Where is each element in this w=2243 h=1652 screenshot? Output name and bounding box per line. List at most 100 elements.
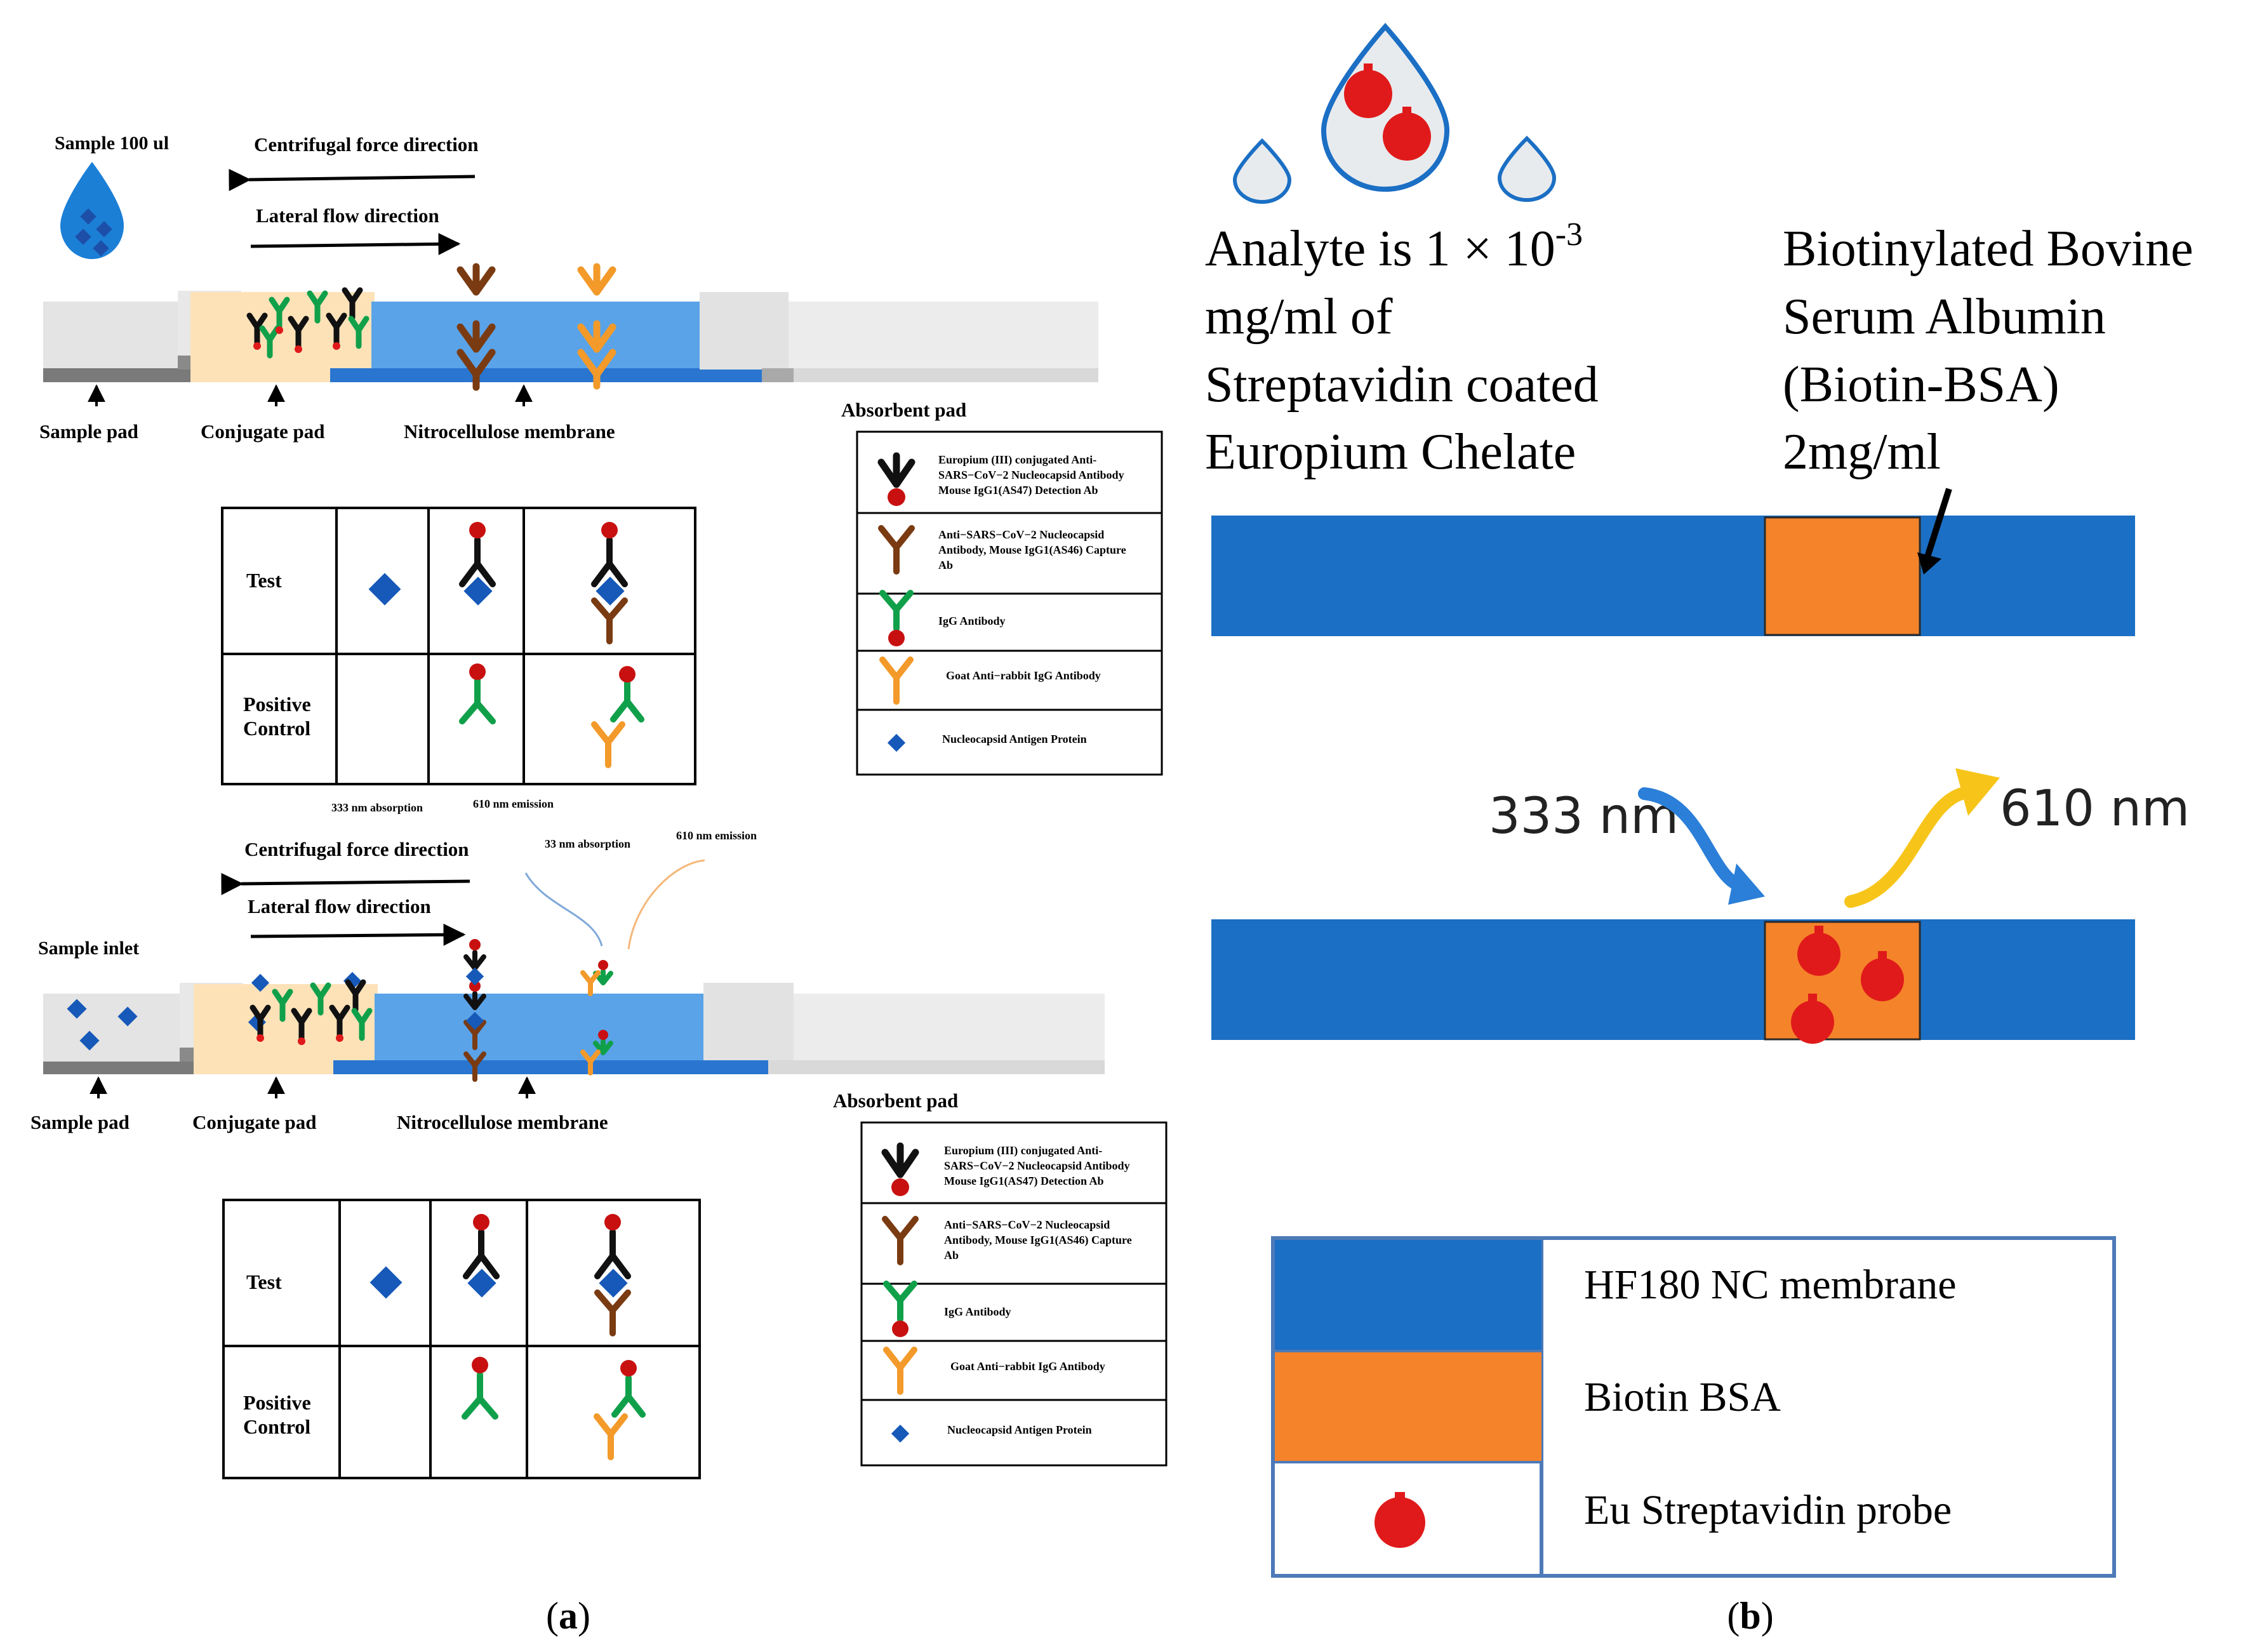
- biotin-line-2: Serum Albumin: [1783, 289, 2106, 345]
- probe-in-droplet-icon-1: [1344, 70, 1392, 118]
- nc-membrane-bottom: [375, 994, 705, 1063]
- legend-top-1-line1: Europium (III) conjugated Anti-: [938, 453, 1096, 467]
- emission-curve: [627, 859, 705, 950]
- analyte-line-4: Europium Chelate: [1205, 424, 1576, 480]
- positive-row-label-bottom-1: Positive: [243, 1391, 311, 1414]
- sample-pad-bottom: [43, 994, 196, 1063]
- nc-membrane-label-bottom: Nitrocellulose membrane: [397, 1111, 608, 1133]
- sample-pad: [43, 302, 194, 371]
- small-droplet-icon-left: [1232, 138, 1292, 204]
- legend-swatch-bsa: [1275, 1351, 1541, 1462]
- legend-bottom-2-line2: Antibody, Mouse IgG1(AS46) Capture: [944, 1234, 1132, 1247]
- conjugated-antibodies: [246, 287, 369, 359]
- lateral-label-bottom: Lateral flow direction: [248, 895, 431, 917]
- caption-b: (b): [1727, 1595, 1773, 1637]
- test-row-label-bottom: Test: [246, 1270, 282, 1293]
- biotin-line-4: 2mg/ml: [1783, 424, 1941, 480]
- biotin-line-1: Biotinylated Bovine: [1783, 221, 2193, 277]
- absorption-label-top: 333 nm absorption: [331, 801, 423, 814]
- nc-membrane-strip-after: [1211, 919, 2135, 1040]
- centrifugal-arrow-top: [229, 168, 476, 191]
- legend-top-4-line1: Goat Anti−rabbit IgG Antibody: [946, 669, 1101, 682]
- panel-a-bottom-result-table: Test Positive Control: [222, 1199, 701, 1479]
- conjugate-pad-label-top: Conjugate pad: [201, 420, 325, 443]
- panel-a-bottom-strip: Centrifugal force direction Lateral flow…: [30, 829, 1105, 1133]
- legend-bottom-2-line3: Ab: [944, 1249, 959, 1262]
- panel-a-top-legend: Europium (III) conjugated Anti- SARS−CoV…: [856, 430, 1163, 776]
- sample-inlet-label: Sample inlet: [38, 938, 139, 959]
- sample-volume-label: Sample 100 ul: [55, 133, 169, 154]
- svg-text:Europium (III) conjugated Anti: Europium (III) conjugated Anti- SARS−CoV…: [944, 1144, 1135, 1436]
- centrifugal-label-top: Centrifugal force direction: [254, 133, 479, 156]
- positive-row-label-bottom-2: Control: [243, 1415, 310, 1438]
- biotin-line-3: (Biotin-BSA): [1783, 357, 2060, 413]
- emission-label-bottom: 610 nm emission: [676, 829, 757, 842]
- legend-top-3-line1: IgG Antibody: [938, 615, 1006, 627]
- positive-row-label-top-2: Control: [243, 717, 310, 740]
- legend-label-probe: Eu Streptavidin probe: [1584, 1487, 1952, 1533]
- test-row-label-top: Test: [246, 569, 282, 592]
- legend-bottom-3-line1: IgG Antibody: [944, 1305, 1011, 1318]
- legend-bottom-5-line1: Nucleocapsid Antigen Protein: [947, 1423, 1092, 1436]
- panel-a-top-result-table: Test Positive Control: [221, 507, 696, 785]
- absorbent-pad-label-top: Absorbent pad: [841, 399, 966, 421]
- legend-bottom-2-line1: Anti−SARS−CoV−2 Nucleocapsid: [944, 1218, 1110, 1231]
- emission-arrow: [1844, 787, 1968, 908]
- analyte-line-2: mg/ml of: [1205, 289, 1393, 345]
- analyte-superscript: -3: [1555, 216, 1583, 253]
- legend-swatch-membrane: [1275, 1240, 1541, 1351]
- control-line-bound: [580, 969, 613, 1076]
- positive-row-label-top-1: Positive: [243, 693, 311, 716]
- caption-a: (a): [546, 1595, 590, 1637]
- centrifugal-label-bottom: Centrifugal force direction: [244, 838, 469, 860]
- analyte-line-3: Streptavidin coated: [1205, 357, 1599, 413]
- legend-top-1-line3: Mouse IgG1(AS47) Detection Ab: [938, 484, 1098, 497]
- panel-b: Analyte is 1 × 10-3 mg/ml of Streptavidi…: [1205, 23, 2193, 1578]
- svg-text:Analyte is 1 × 10-3: Analyte is 1 × 10-3: [1205, 216, 1583, 277]
- legend-bottom-1-line1: Europium (III) conjugated Anti-: [944, 1144, 1102, 1157]
- test-line-capture: [456, 263, 496, 391]
- biotin-bsa-zone-before: [1764, 516, 1921, 636]
- absorbent-pad-bottom: [703, 983, 794, 1060]
- legend-bottom-1-line2: SARS−CoV−2 Nucleocapsid Antibody: [944, 1159, 1130, 1172]
- conjugate-pad-label-bottom: Conjugate pad: [192, 1111, 317, 1133]
- biotin-pointer-arrow: [1924, 488, 1952, 560]
- lateral-label-top: Lateral flow direction: [256, 204, 439, 227]
- control-line-capture: [577, 263, 616, 390]
- nc-membrane-label-top: Nitrocellulose membrane: [404, 420, 615, 443]
- panel-a-bottom-legend: Europium (III) conjugated Anti- SARS−CoV…: [860, 1121, 1168, 1467]
- small-droplet-icon-right: [1497, 135, 1557, 203]
- lateral-arrow-bottom: [250, 923, 466, 946]
- droplet-antigen-icons: [75, 208, 112, 256]
- legend-bottom-1-line3: Mouse IgG1(AS47) Detection Ab: [944, 1175, 1103, 1188]
- probe-in-droplet-icon-2: [1383, 112, 1431, 161]
- legend-top-2-line2: Antibody, Mouse IgG1(AS46) Capture: [938, 543, 1126, 557]
- sample-droplet-icon: [60, 162, 124, 259]
- absorption-arrow: [1638, 787, 1746, 892]
- emission-wavelength-label: 610 nm: [2000, 780, 2190, 837]
- sample-pad-label-bottom: Sample pad: [30, 1111, 130, 1133]
- antigen-icon: [368, 573, 401, 606]
- nc-membrane-strip-before: [1211, 516, 2135, 636]
- analyte-line-1: Analyte is 1 × 10: [1205, 221, 1555, 277]
- centrifugal-arrow-bottom: [221, 872, 470, 895]
- panel-a-top-strip: Sample 100 ul Centrifugal force directio…: [39, 133, 1098, 443]
- legend-top-2-line3: Ab: [938, 559, 953, 571]
- lateral-arrow-top: [250, 232, 461, 255]
- legend-top-1-line2: SARS−CoV−2 Nucleocapsid Antibody: [938, 469, 1124, 481]
- legend-top-2-line1: Anti−SARS−CoV−2 Nucleocapsid: [938, 528, 1104, 541]
- bound-probes: [1791, 926, 1904, 1044]
- absorbent-pad-label-bottom: Absorbent pad: [833, 1089, 958, 1112]
- emission-label-top: 610 nm emission: [473, 797, 554, 810]
- absorption-curve: [524, 872, 603, 947]
- absorption-label-bottom: 33 nm absorption: [545, 837, 630, 850]
- svg-text:Europium (III) conjugated Anti: Europium (III) conjugated Anti- SARS−CoV…: [938, 453, 1129, 745]
- legend-top-5-line1: Nucleocapsid Antigen Protein: [942, 733, 1087, 745]
- test-line-bound: [463, 950, 486, 1082]
- legend-label-bsa: Biotin BSA: [1584, 1374, 1781, 1420]
- legend-bottom-4-line1: Goat Anti−rabbit IgG Antibody: [950, 1360, 1105, 1373]
- legend-swatch-probe-icon: [1374, 1497, 1425, 1548]
- sample-pad-label-top: Sample pad: [39, 420, 138, 443]
- absorbent-pad: [700, 292, 789, 370]
